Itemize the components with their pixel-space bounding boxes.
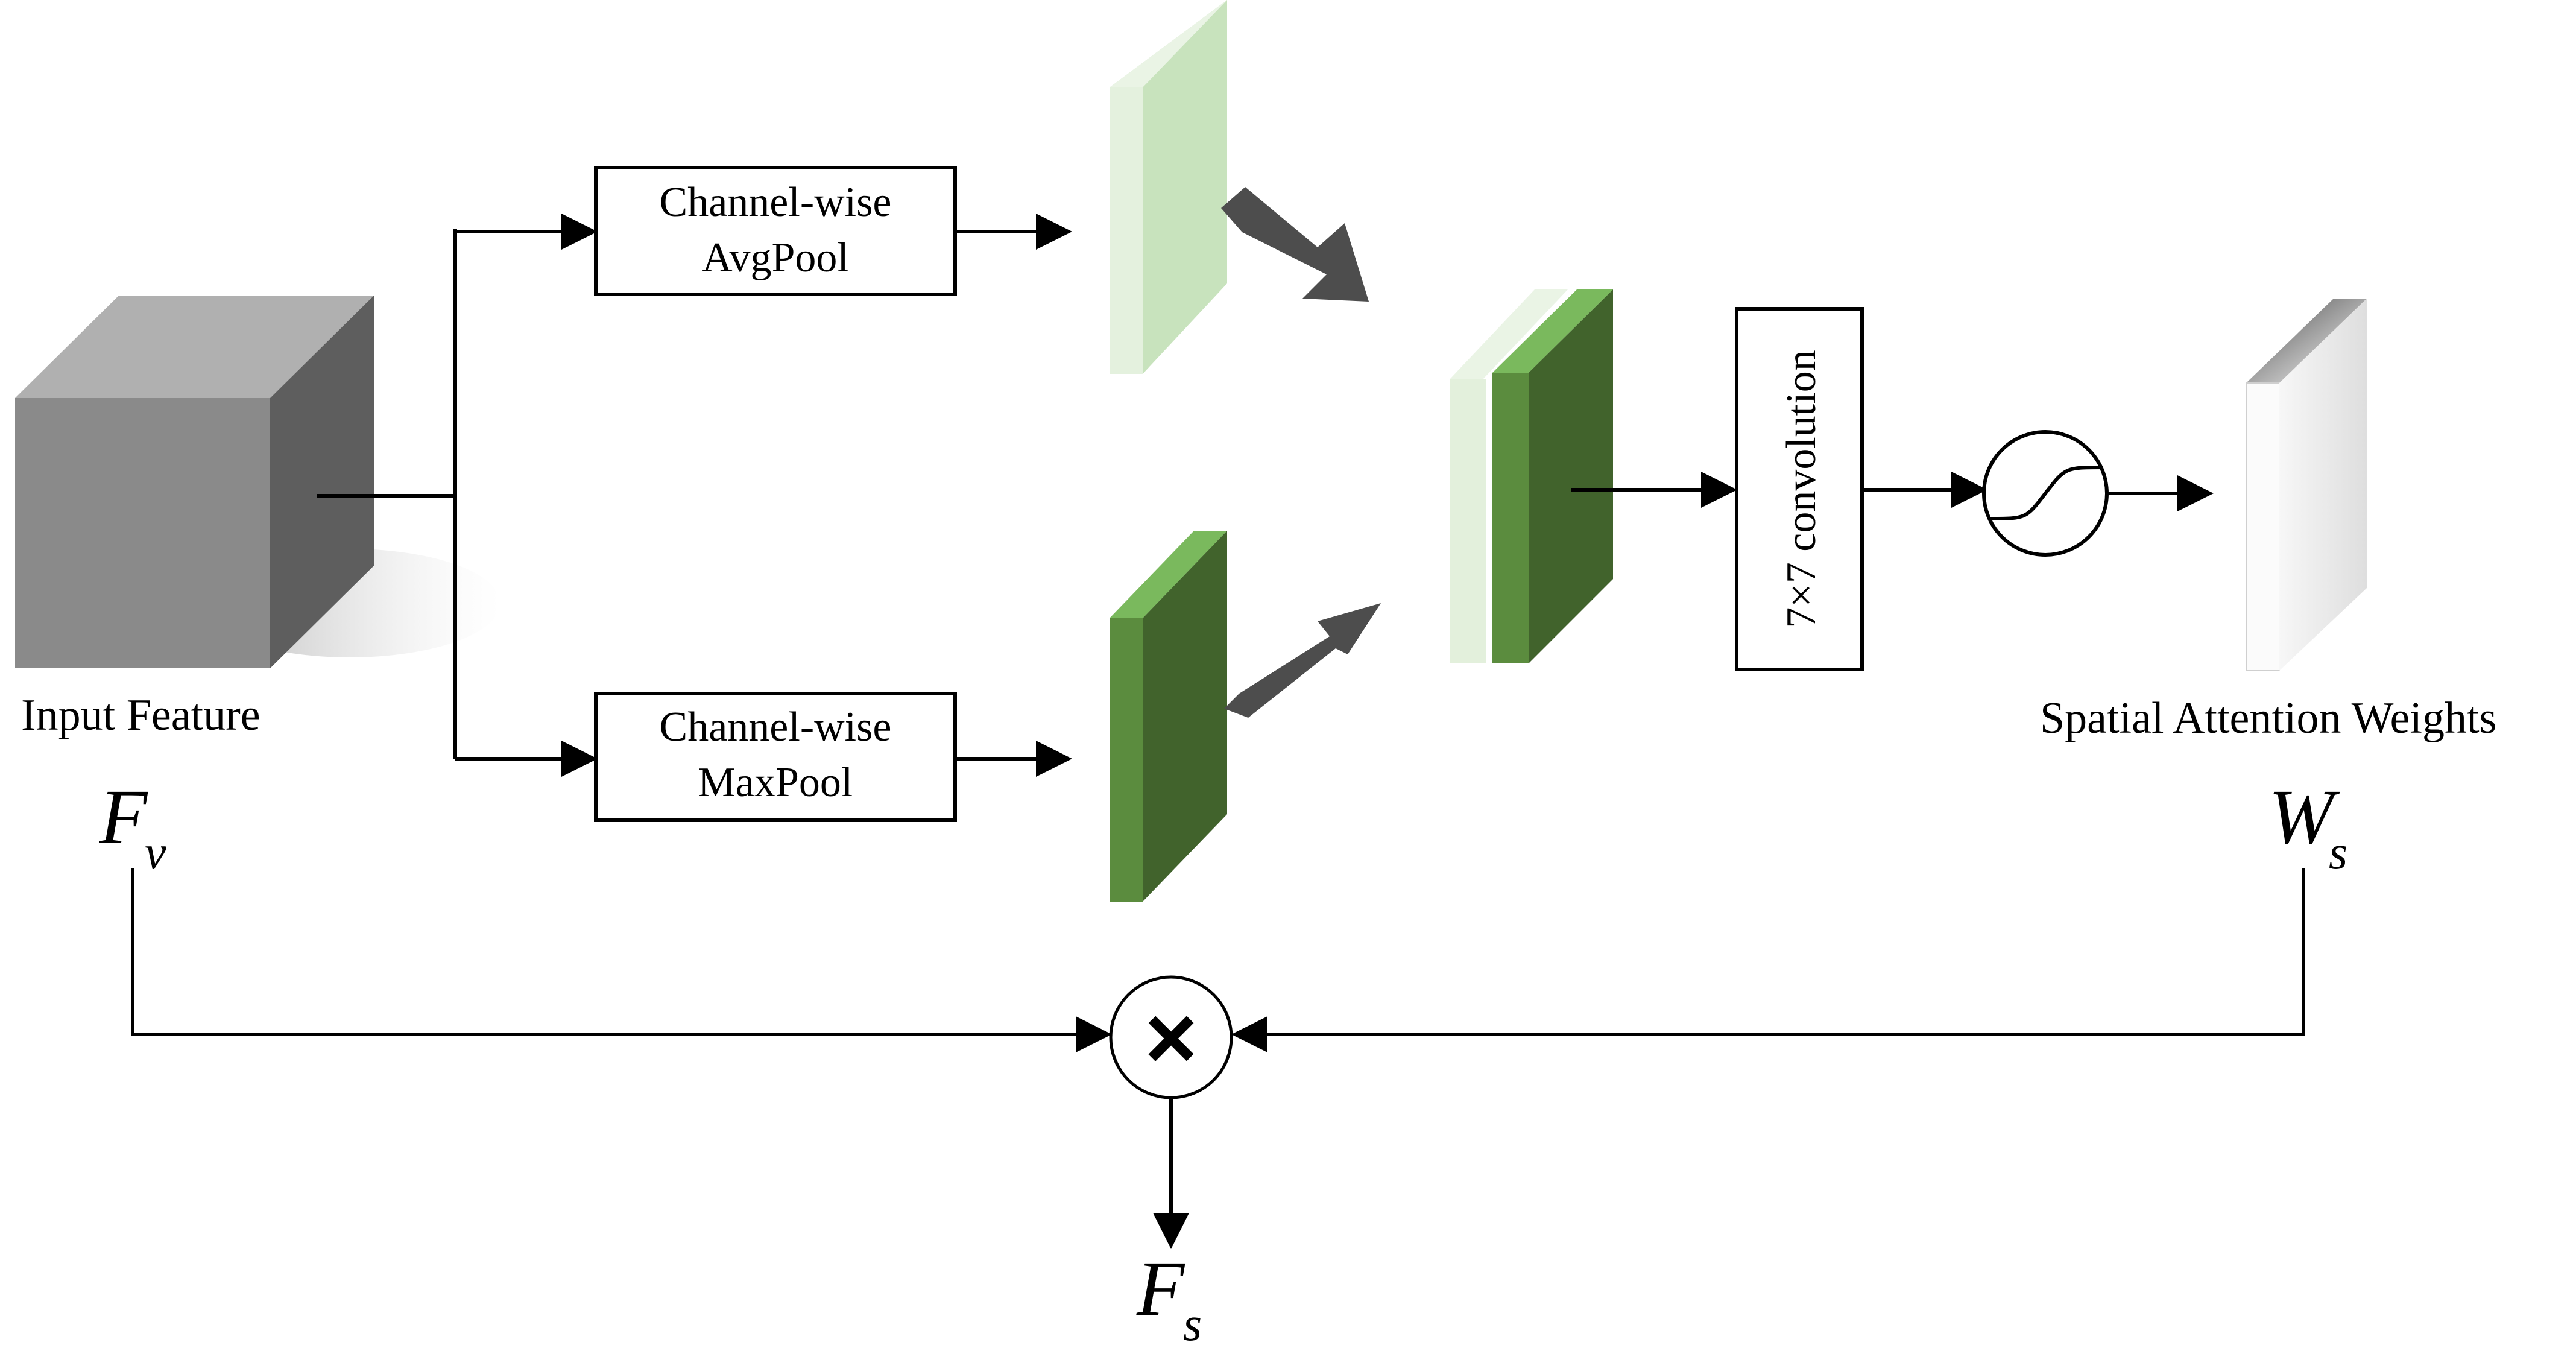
weights-symbol-main: W [2268,774,2340,861]
cube-top-face [15,296,374,398]
conv-label: 7×7 convolution [1778,350,1825,628]
input-feature-label: Input Feature [21,691,260,740]
maxpool-box [594,692,957,822]
weights-label: Spatial Attention Weights [2040,694,2496,743]
sigmoid-icon [1982,430,2109,557]
concatenated-feature-maps [1450,290,1613,663]
avgpool-box [594,166,957,296]
maxpool-line2: MaxPool [698,759,853,806]
cube-front-face [15,398,270,668]
result-symbol-subscript: s [1183,1298,1202,1351]
result-symbol-main: F [1136,1245,1185,1332]
conv-block: 7×7 convolution [1735,307,1864,671]
cube-side-face [270,296,374,668]
multiply-symbol: × [1144,987,1198,1088]
input-feature-symbol: F v [99,774,166,879]
avgpool-block: Channel-wise AvgPool [594,166,957,296]
weights-symbol: W s [2268,774,2347,879]
input-symbol-main: F [99,774,148,861]
avgpool-line2: AvgPool [702,235,849,281]
max-to-concat-arrow [1224,603,1381,718]
avg-to-concat-arrow [1221,187,1369,302]
multiply-node: × [1109,975,1233,1099]
avgpool-feature-map [1110,0,1227,374]
spatial-attention-weights-map [2246,299,2367,671]
avgpool-line1: Channel-wise [660,179,892,226]
input-feature-cube [15,296,500,668]
branch-connectors [317,214,598,777]
multiplication-path [131,868,2305,1249]
result-symbol: F s [1136,1245,1202,1351]
maxpool-feature-map [1110,531,1227,902]
conv-box [1735,307,1864,671]
maxpool-line1: Channel-wise [660,704,892,750]
weights-symbol-subscript: s [2329,826,2347,879]
input-symbol-subscript: v [145,826,166,879]
maxpool-block: Channel-wise MaxPool [594,692,957,822]
